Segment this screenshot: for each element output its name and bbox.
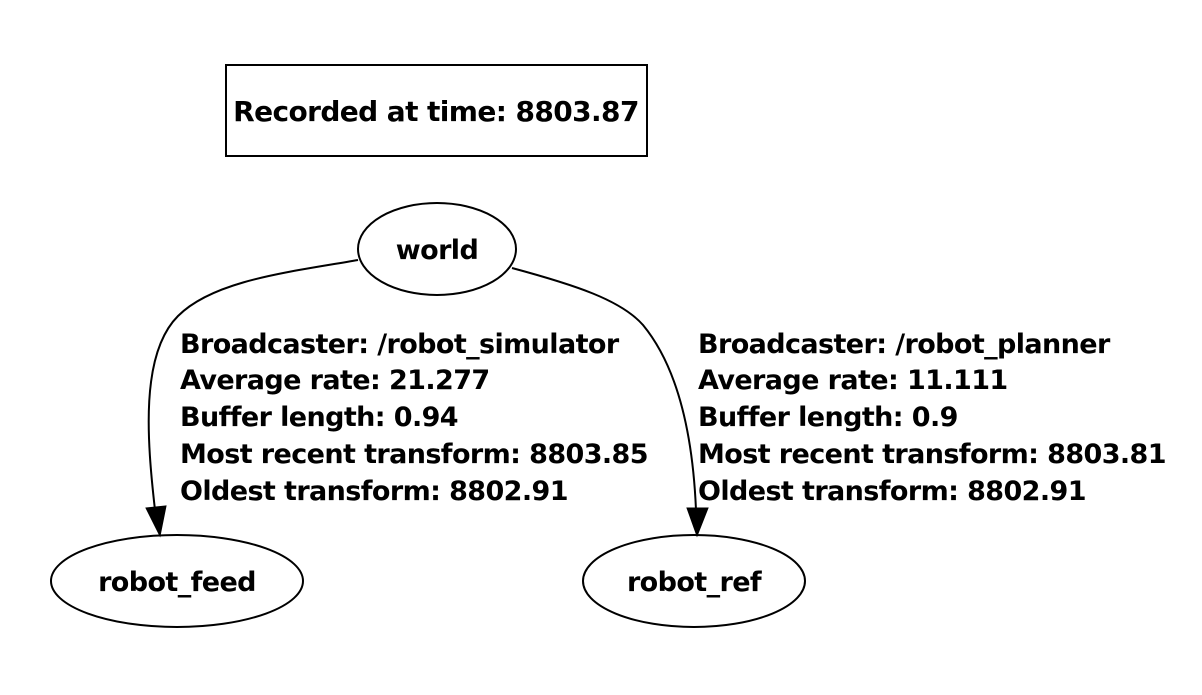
node-robot-ref: robot_ref	[582, 534, 806, 628]
node-world: world	[357, 202, 517, 296]
node-robot-feed-label: robot_feed	[98, 567, 256, 598]
recorded-time-box: Recorded at time: 8803.87	[225, 64, 648, 157]
edge-world-robot-ref-arrowhead	[686, 507, 709, 538]
node-robot-ref-label: robot_ref	[627, 567, 762, 598]
edge-right-info: Broadcaster: /robot_planner Average rate…	[698, 329, 1167, 507]
edge-right-average-rate: Average rate: 11.111	[698, 365, 1008, 396]
edge-world-robot-feed-line	[147, 259, 359, 511]
node-robot-feed-ellipse	[50, 534, 304, 628]
recorded-time-frame	[225, 64, 648, 157]
edge-world-robot-feed-arrowhead	[145, 505, 167, 538]
edge-left-buffer-length: Buffer length: 0.94	[180, 402, 458, 433]
edge-world-robot-ref	[511, 267, 709, 538]
recorded-time-label: Recorded at time: 8803.87	[233, 95, 639, 128]
edge-right-oldest: Oldest transform: 8802.91	[698, 476, 1086, 507]
edge-left-info: Broadcaster: /robot_simulator Average ra…	[180, 329, 649, 507]
node-robot-feed: robot_feed	[50, 534, 304, 628]
edge-right-broadcaster: Broadcaster: /robot_planner	[698, 329, 1111, 360]
node-robot-ref-ellipse	[582, 534, 806, 628]
node-world-label: world	[396, 235, 478, 266]
node-world-ellipse	[357, 202, 517, 296]
edge-left-most-recent: Most recent transform: 8803.85	[180, 439, 648, 470]
edge-right-most-recent: Most recent transform: 8803.81	[698, 439, 1166, 470]
edge-left-oldest: Oldest transform: 8802.91	[180, 476, 568, 507]
edge-left-broadcaster: Broadcaster: /robot_simulator	[180, 329, 620, 360]
edge-world-robot-ref-line	[511, 267, 697, 511]
edge-right-buffer-length: Buffer length: 0.9	[698, 402, 958, 433]
edge-world-robot-feed	[145, 259, 359, 538]
edge-left-average-rate: Average rate: 21.277	[180, 365, 490, 396]
